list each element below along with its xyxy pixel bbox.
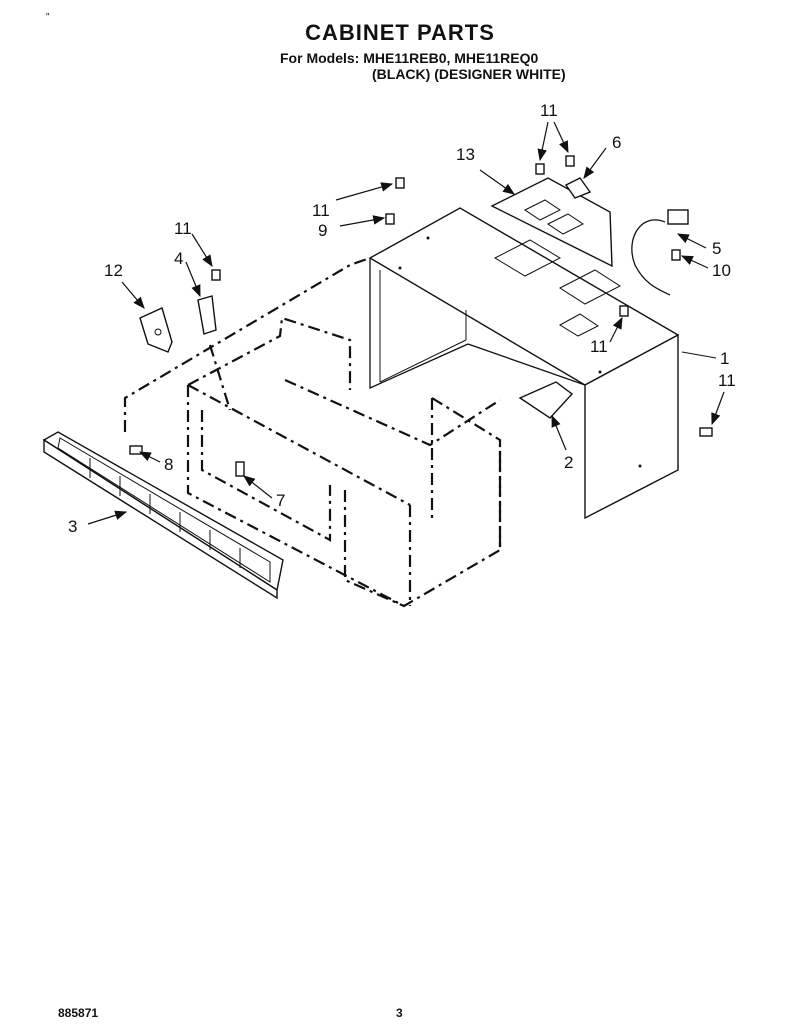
callout-11-mid: 11 (590, 337, 608, 356)
callout-4: 4 (174, 249, 183, 268)
variants-line: (BLACK) (DESIGNER WHITE) (372, 66, 566, 82)
callout-11-right: 11 (718, 371, 736, 390)
callout-13: 13 (456, 145, 475, 164)
leader-arrows (87, 121, 725, 525)
callout-11-upper-left: 11 (312, 201, 330, 220)
callout-10: 10 (712, 261, 731, 280)
callout-11-top: 11 (540, 101, 558, 120)
callout-6: 6 (612, 133, 621, 152)
doc-number: 885871 (58, 1006, 99, 1020)
bracket-2 (518, 381, 574, 419)
callout-9: 9 (318, 221, 327, 240)
vent-cover (490, 177, 613, 268)
page-number: 3 (396, 1006, 403, 1020)
bracket-6 (564, 177, 592, 199)
page-title: CABINET PARTS (305, 20, 495, 45)
callout-7: 7 (276, 491, 285, 510)
callout-11-left: 11 (174, 219, 192, 238)
inner-cavity (123, 256, 502, 608)
corner-mark: " (46, 12, 50, 23)
callout-2: 2 (564, 453, 573, 472)
power-cord (631, 209, 689, 296)
models-line: For Models: MHE11REB0, MHE11REQ0 (280, 50, 539, 66)
bracket-4 (197, 295, 217, 335)
front-grille (42, 431, 284, 600)
screws (129, 155, 713, 477)
bracket-12 (139, 307, 173, 353)
callout-5: 5 (712, 239, 721, 258)
callout-3: 3 (68, 517, 77, 536)
outer-cabinet (368, 207, 680, 520)
callout-8: 8 (164, 455, 173, 474)
callout-1: 1 (720, 349, 729, 368)
callout-12: 12 (104, 261, 123, 280)
